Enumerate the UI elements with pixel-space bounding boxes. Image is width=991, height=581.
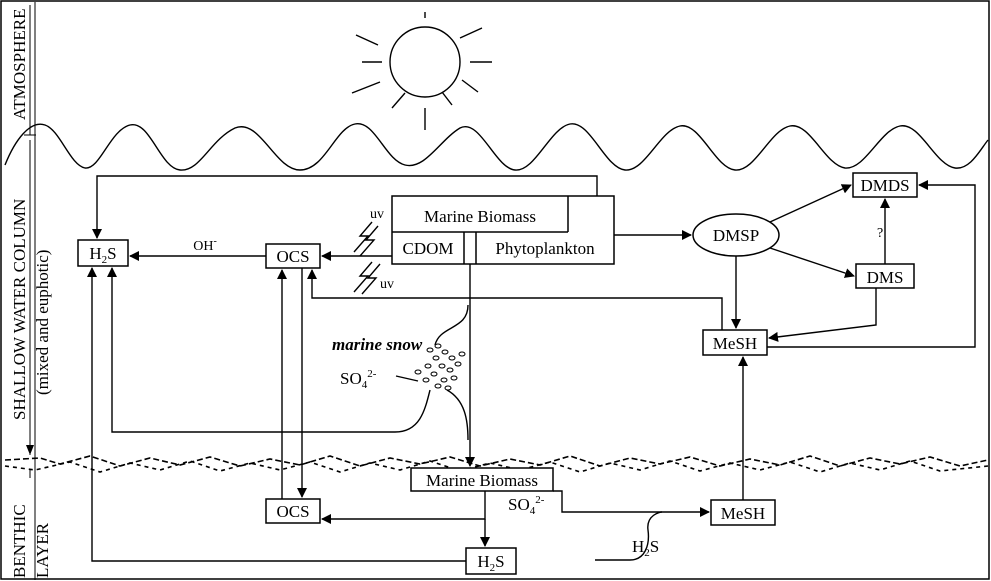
uv-label-2: uv <box>380 277 394 292</box>
benthic-label: BENTHIC LAYER <box>10 470 52 578</box>
arrow-so4-to-mesh-bottom <box>553 491 709 512</box>
phytoplankton-label: Phytoplankton <box>495 239 595 258</box>
arrow-biomass-to-ocs-bottom <box>322 491 485 519</box>
atmosphere-label: ATMOSPHERE <box>10 5 36 135</box>
marine-snow-curve <box>435 305 468 345</box>
svg-text:(mixed and euphotic): (mixed and euphotic) <box>33 250 52 395</box>
arrow-mesh-to-ocs <box>312 270 722 330</box>
uv-lightning-icon-2 <box>354 262 380 294</box>
svg-text:OCS: OCS <box>276 502 309 521</box>
svg-text:DMS: DMS <box>867 268 904 287</box>
marine-snow-label: marine snow <box>332 335 423 354</box>
dmds-node: DMDS <box>853 173 917 197</box>
dmsp-node: DMSP <box>693 214 779 256</box>
svg-text:OCS: OCS <box>276 247 309 266</box>
svg-text:MeSH: MeSH <box>721 504 765 523</box>
arrow-dmsp-to-dms <box>770 248 854 276</box>
svg-text:MeSH: MeSH <box>713 334 757 353</box>
shallow-water-label: SHALLOW WATER COLUMN (mixed and euphotic… <box>10 140 52 455</box>
marine-snow-to-biomass <box>447 390 468 440</box>
mesh-top-node: MeSH <box>703 330 767 355</box>
marine-biomass-top-label: Marine Biomass <box>424 207 536 226</box>
marine-biomass-bottom-node: Marine Biomass <box>411 468 553 491</box>
water-surface-wave <box>5 124 988 170</box>
marine-biomass-top-node: Marine Biomass CDOM Phytoplankton <box>392 196 614 264</box>
svg-text:BENTHIC: BENTHIC <box>10 504 29 578</box>
svg-text:Marine Biomass: Marine Biomass <box>426 471 538 490</box>
marine-snow-particles <box>415 344 465 390</box>
cdom-label: CDOM <box>402 239 453 258</box>
svg-text:SHALLOW WATER COLUMN: SHALLOW WATER COLUMN <box>10 199 29 420</box>
mesh-bottom-node: MeSH <box>711 500 775 525</box>
so4-bottom-label: SO42- <box>508 494 545 517</box>
arrow-dms-to-mesh <box>769 288 876 338</box>
h2s-bottom-node: H2S <box>466 548 516 574</box>
svg-text:DMDS: DMDS <box>860 176 909 195</box>
so4-pointer <box>396 376 418 381</box>
dms-node: DMS <box>856 264 914 288</box>
ocs-top-node: OCS <box>266 244 320 268</box>
h2s-top-node: H2S <box>78 240 128 266</box>
h2s-label: H2S <box>632 537 659 559</box>
so4-top-label: SO42- <box>340 368 377 391</box>
uv-lightning-icon-1 <box>354 222 378 256</box>
uv-label-1: uv <box>370 207 384 222</box>
arrow-dmsp-to-dmds <box>770 185 851 222</box>
question-label: ? <box>877 226 883 241</box>
svg-text:DMSP: DMSP <box>713 226 759 245</box>
svg-text:LAYER: LAYER <box>33 522 52 578</box>
ocs-bottom-node: OCS <box>266 499 320 523</box>
svg-text:ATMOSPHERE: ATMOSPHERE <box>10 9 29 120</box>
oh-label: OH- <box>193 236 217 254</box>
sun-icon <box>352 12 492 130</box>
